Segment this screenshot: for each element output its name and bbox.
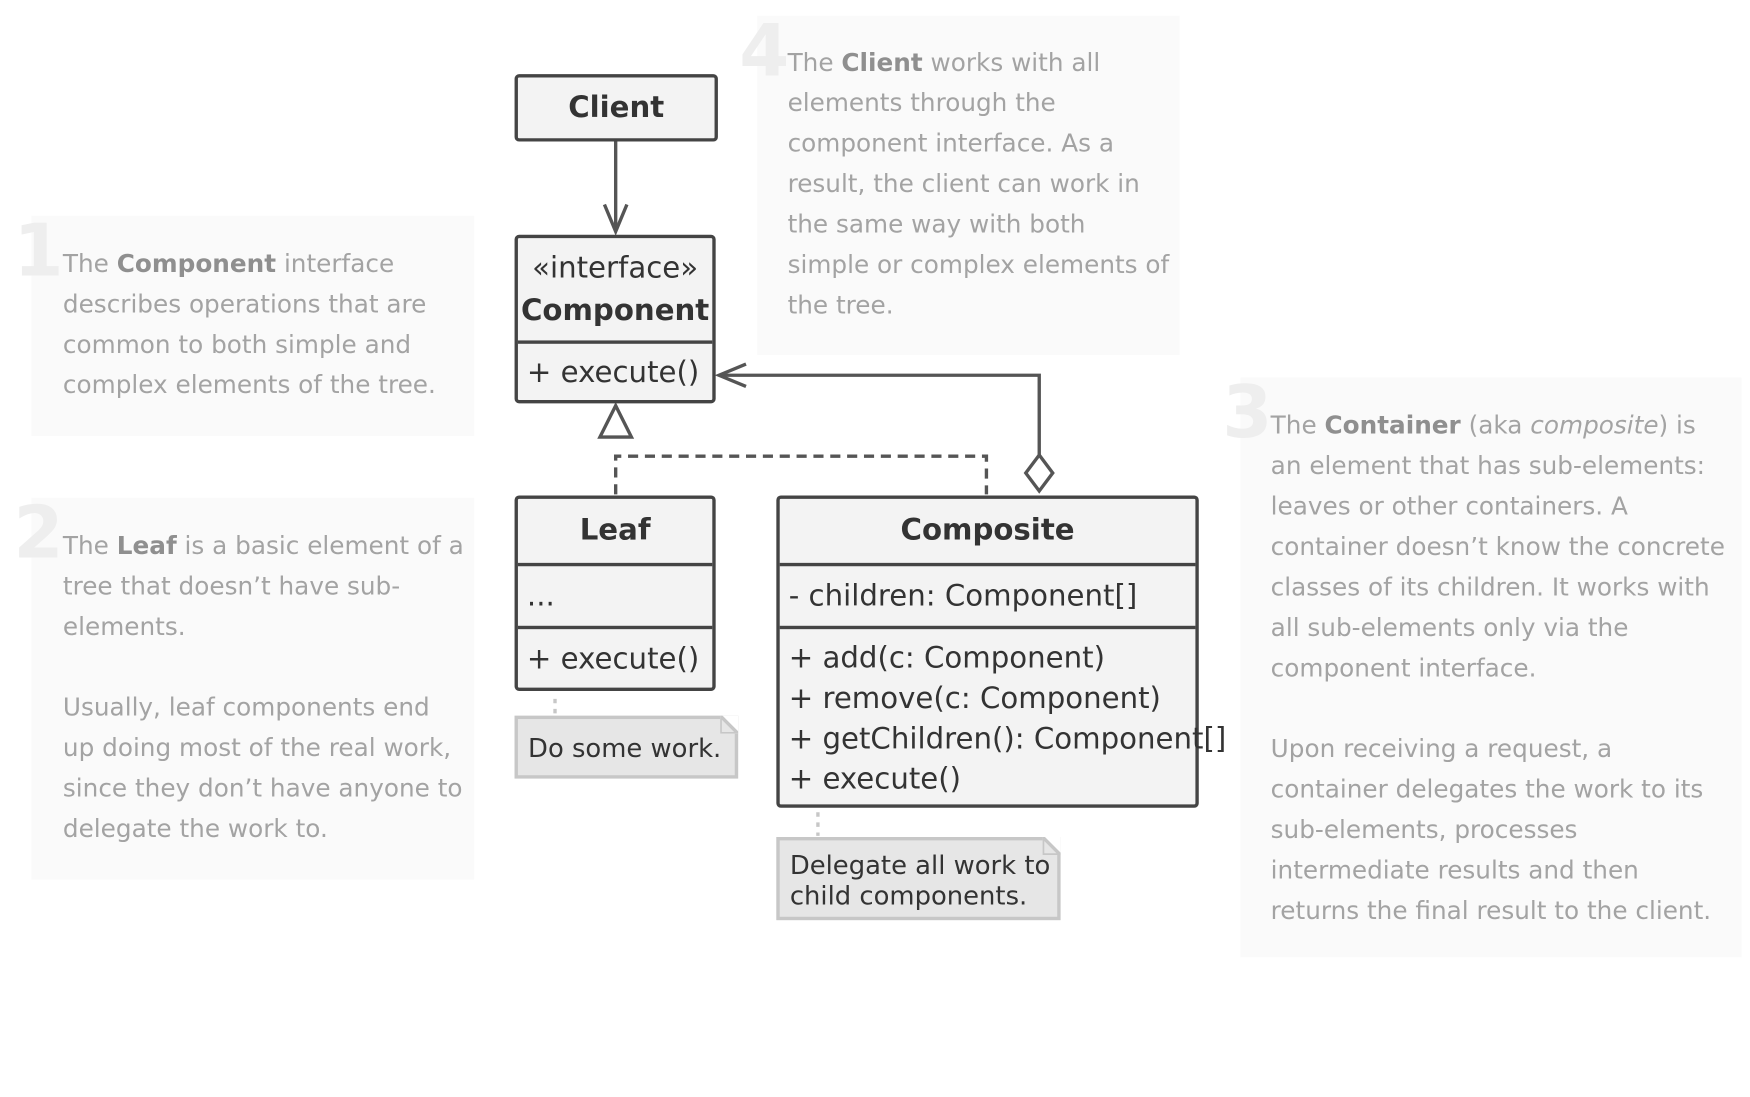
panel-2-text-start: The — [62, 532, 117, 561]
component-method: + execute() — [526, 356, 700, 390]
component-methods-section: + execute() — [517, 340, 713, 400]
note-fold-corner — [1042, 837, 1061, 855]
panel-2-text-end: is a basic element of a tree that doesn’… — [62, 532, 464, 642]
leaf-note: Do some work. — [514, 715, 739, 779]
leaf-field: ... — [526, 579, 555, 614]
panel-leaf-explanation: 2 The Leaf is a basic element of a tree … — [13, 498, 475, 880]
panel-number-3: 3 — [1222, 371, 1273, 456]
panel-3-keyword: Container — [1324, 412, 1461, 441]
composite-field: - children: Component[] — [788, 579, 1138, 614]
panel-component-explanation: 1 The Component interface describes oper… — [13, 216, 475, 436]
panel-1-keyword: Component — [116, 250, 277, 279]
client-class-name: Client — [568, 91, 665, 125]
connector-layer — [553, 139, 1055, 836]
leaf-note-text: Do some work. — [528, 734, 722, 764]
leaf-class-name: Leaf — [579, 513, 651, 548]
panel-number-2: 2 — [13, 492, 64, 576]
composite-method-add: + add(c: Component) — [788, 641, 1106, 676]
panel-container-explanation: 3 The Container (aka composite) is an el… — [1222, 377, 1742, 958]
composite-fields-section: - children: Component[] — [779, 562, 1196, 626]
composite-note-text-line-2: child components. — [789, 881, 1028, 912]
composite-method-execute: + execute() — [788, 762, 962, 797]
panel-2-second-paragraph: Usually, leaf components end up doing mo… — [62, 694, 463, 844]
panel-3-second-paragraph: Upon receiving a request, a container de… — [1270, 735, 1712, 926]
component-header-section: «interface» Component — [518, 238, 712, 340]
panel-2-text: The Leaf is a basic element of a tree th… — [63, 527, 467, 851]
aggregation-arrowhead — [714, 362, 747, 389]
composite-note-text-line-1: Delegate all work to — [789, 851, 1051, 881]
component-stereotype: «interface» — [532, 251, 699, 286]
panel-3-italic-term: composite — [1530, 412, 1659, 441]
composite-methods-section: + add(c: Component) + remove(c: Componen… — [779, 625, 1227, 805]
panel-3-text-end: ) is an element that has sub-elements: l… — [1270, 412, 1725, 684]
panel-number-1: 1 — [13, 210, 64, 294]
client-class-box: Client — [514, 74, 718, 142]
leaf-header-section: Leaf — [518, 499, 712, 563]
panel-2-keyword: Leaf — [116, 532, 177, 561]
panel-4-text: The Client works with all elements throu… — [788, 44, 1170, 327]
panel-client-explanation: 4 The Client works with all elements thr… — [739, 15, 1180, 356]
component-interface-box: «interface» Component + execute() — [514, 234, 716, 404]
panel-1-text: The Component interface describes operat… — [63, 245, 467, 407]
panel-number-4: 4 — [739, 10, 790, 94]
realization-line — [613, 454, 989, 495]
leaf-method: + execute() — [526, 642, 700, 677]
component-class-name: Component — [520, 294, 710, 329]
panel-1-text-start: The — [62, 250, 117, 279]
leaf-class-box: Leaf ... + execute() — [514, 495, 716, 691]
composite-header-section: Composite — [780, 499, 1196, 563]
panel-4-text-end: works with all elements through the comp… — [787, 49, 1170, 321]
composite-method-remove: + remove(c: Component) — [788, 681, 1161, 716]
panel-3-text-middle: (aka — [1460, 412, 1531, 441]
panel-1-text-end: interface describes operations that are … — [62, 250, 436, 400]
panel-4-text-start: The — [787, 49, 842, 78]
panel-3-text-start: The — [1270, 412, 1325, 441]
note-fold-corner — [720, 715, 739, 734]
leaf-methods-section: + execute() — [517, 625, 713, 688]
client-arrowhead — [602, 203, 629, 236]
composite-method-getchildren: + getChildren(): Component[] — [788, 722, 1227, 757]
aggregation-line — [719, 373, 1041, 456]
panel-4-keyword: Client — [841, 49, 923, 78]
aggregation-diamond — [1023, 452, 1055, 494]
composite-class-name: Composite — [900, 513, 1075, 548]
realization-triangle — [597, 401, 635, 439]
composite-class-box: Composite - children: Component[] + add(… — [776, 495, 1227, 808]
composite-note: Delegate all work to child components. — [776, 837, 1061, 921]
panel-3-text: The Container (aka composite) is an elem… — [1271, 407, 1732, 933]
leaf-fields-section: ... — [517, 562, 713, 626]
